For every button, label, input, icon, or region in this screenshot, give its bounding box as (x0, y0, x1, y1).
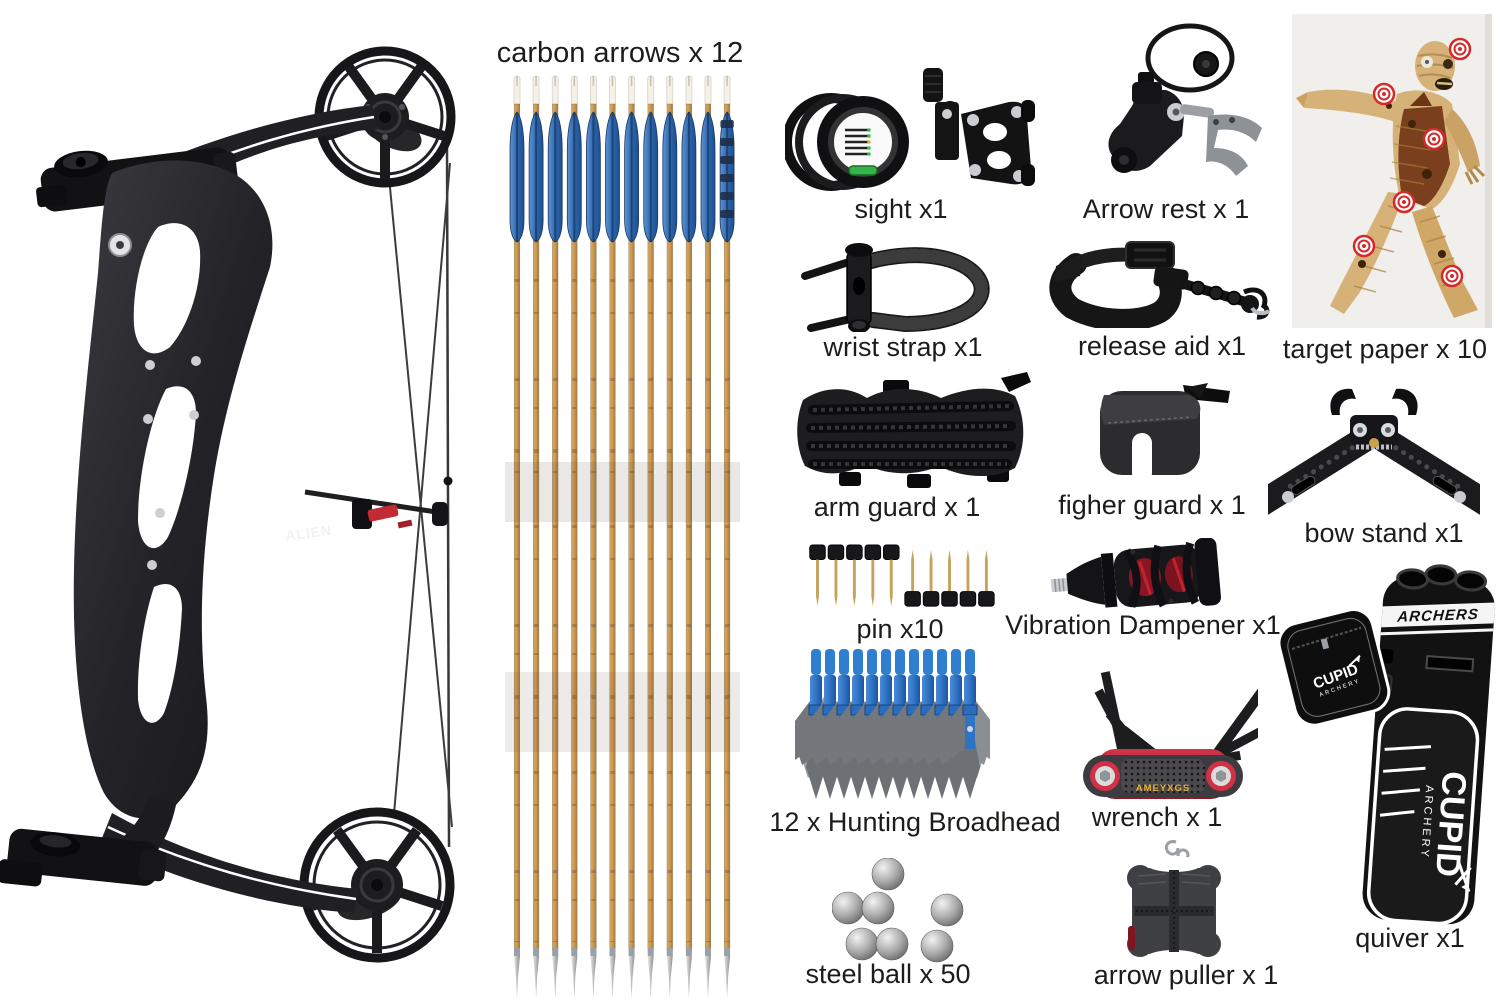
barred-fletching (720, 120, 734, 218)
bow-stand-image (1268, 385, 1480, 517)
top-cam-wheel (314, 46, 456, 188)
limb-pocket-bottom (0, 828, 167, 887)
label-hunting-broadhead: 12 x Hunting Broadhead (769, 807, 1061, 837)
puller-body (1116, 856, 1232, 966)
label-steel-ball: steel ball x 50 (805, 959, 971, 989)
label-vibration-dampener: Vibration Dampener x1 (1005, 610, 1281, 640)
sight-image (785, 50, 1035, 195)
wrist-strap-illustration (801, 243, 990, 332)
bow-stand-legs (1268, 426, 1480, 517)
sight-illustration (785, 68, 1035, 191)
arm-guard-texture (810, 404, 1012, 466)
label-arrow-puller: arrow puller x 1 (1093, 960, 1279, 990)
target-paper-image (1292, 14, 1492, 328)
release-aid-image (1038, 228, 1273, 328)
label-bow-stand: bow stand x1 (1304, 518, 1464, 548)
target-paper-illustration (1292, 14, 1492, 328)
sight-level-bubble (848, 165, 878, 176)
label-release-aid: release aid x1 (1077, 331, 1247, 361)
sight-pins (845, 128, 871, 156)
panel-stripes (1379, 745, 1432, 817)
pins-illustration (808, 544, 996, 608)
bow-stand-claws (1330, 388, 1418, 415)
quiver-pouch: CUPID ARCHERY (1277, 608, 1391, 727)
arrow-set (505, 76, 740, 998)
label-pin: pin x10 (856, 614, 944, 644)
broadhead-set (795, 648, 990, 800)
wrist-strap-image (795, 232, 1000, 332)
bullseye-targets (1352, 37, 1472, 288)
finger-guard-illustration (1100, 383, 1230, 483)
label-quiver: quiver x1 (1355, 923, 1465, 953)
arrow-puller-image (1098, 838, 1243, 966)
pins-image (800, 544, 1000, 610)
wrench-illustration: AMEYXGS (1083, 671, 1258, 799)
bow-strings (304, 144, 453, 848)
label-wrench: wrench x 1 (1091, 802, 1223, 832)
compound-bow-illustration: ALIEN (0, 46, 456, 963)
arrow-puller-illustration (1116, 840, 1232, 966)
wrench-image: AMEYXGS (1063, 663, 1258, 803)
steel-balls-illustration (832, 858, 964, 963)
broadheads-image (795, 645, 990, 805)
svg-text:ARCHERS: ARCHERS (1396, 606, 1480, 626)
label-target-paper: target paper x 10 (1282, 334, 1488, 364)
arm-guard-image (787, 372, 1032, 494)
arrow-rest-image (1080, 20, 1280, 195)
arrow-rest-body (1108, 82, 1185, 173)
label-wrist-strap: wrist strap x1 (823, 332, 983, 362)
quiver-image: ARCHERS CUPID ARCHERY (1272, 560, 1500, 938)
arrow-rest-illustration (1108, 23, 1262, 176)
quiver-logo: CUPID ARCHERY (1418, 770, 1473, 893)
carbon-arrows-illustration (505, 72, 740, 1000)
quiver-illustration: ARCHERS CUPID ARCHERY (1277, 564, 1496, 926)
riser-screws (108, 233, 201, 570)
bow-arrow-rest (352, 499, 413, 529)
label-arrow-rest: Arrow rest x 1 (1082, 194, 1250, 224)
release-aid-illustration (1049, 241, 1271, 328)
arrow-rest-fork (1206, 114, 1262, 176)
bow-brand-text: ALIEN (284, 522, 333, 544)
wrench-brand-text: AMEYXGS (1136, 783, 1191, 794)
svg-text:CUPID: CUPID (1428, 770, 1473, 878)
label-sight: sight x1 (854, 194, 948, 224)
steel-ball-set (832, 858, 964, 963)
compound-bow-image: ALIEN (0, 5, 490, 995)
bow-riser (73, 160, 273, 819)
carbon-arrows-image (505, 72, 740, 1000)
label-finger-guard: figher guard x 1 (1058, 490, 1246, 520)
broadheads-illustration (795, 648, 990, 800)
quiver-brand-band: ARCHERS (1380, 602, 1496, 636)
finger-guard-image (1088, 383, 1233, 483)
label-carbon-arrows: carbon arrows x 12 (496, 37, 744, 69)
label-arm-guard: arm guard x 1 (813, 492, 981, 522)
steel-balls-image (832, 858, 972, 968)
bow-brand-logo: ALIEN (284, 522, 333, 544)
svg-text:ARCHERY: ARCHERY (1418, 785, 1435, 860)
vibration-dampener-illustration (1050, 538, 1221, 608)
bow-stand-illustration (1268, 388, 1480, 517)
vibration-dampener-image (1045, 538, 1225, 618)
arm-guard-illustration (797, 372, 1031, 488)
